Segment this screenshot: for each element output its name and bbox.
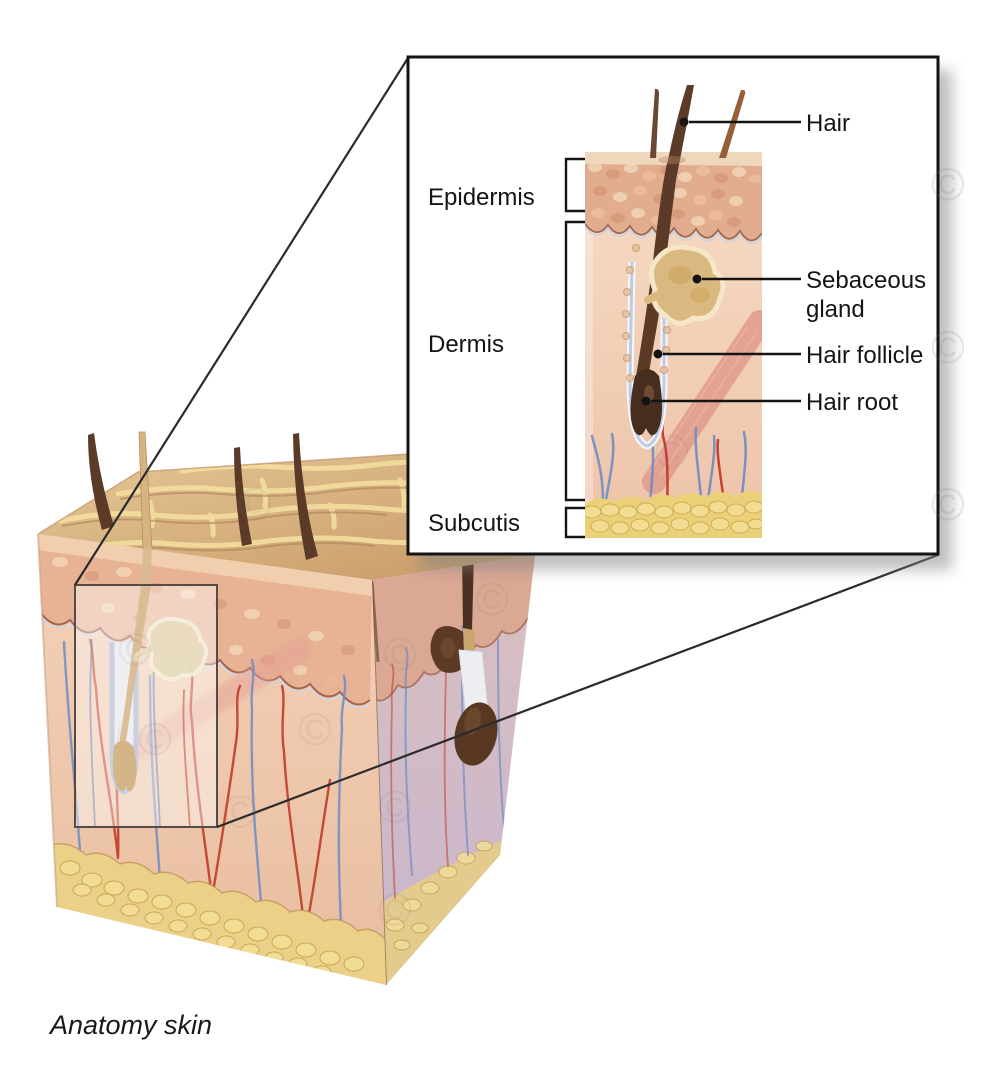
watermarks: © © © © © © © © © © © © ©	[118, 158, 965, 935]
side-subcutis	[382, 840, 503, 985]
inset-fat-lumps	[585, 500, 762, 535]
inset-epidermis-boundary	[585, 223, 762, 242]
copyright-watermark: ©	[378, 883, 412, 935]
label-subcutis: Subcutis	[428, 510, 520, 537]
subcutis-bracket	[564, 506, 585, 539]
magnifier-lines	[74, 57, 939, 829]
copyright-watermark: ©	[118, 623, 152, 675]
copyright-watermark: ©	[138, 713, 172, 765]
label-sebaceous-gland-line2: gland	[806, 296, 865, 323]
dermis-bracket	[564, 220, 585, 502]
side-vessels-red	[390, 663, 449, 899]
pointer-dot	[692, 274, 702, 284]
copyright-watermark: ©	[931, 158, 965, 210]
inset-panel: Epidermis Dermis Subcutis Hair Sebaceous…	[406, 55, 952, 570]
inset-illustration	[585, 85, 762, 538]
pale-hair	[138, 431, 153, 551]
leader-lines	[651, 120, 801, 403]
label-hair: Hair	[806, 110, 850, 137]
label-hair-root: Hair root	[806, 389, 898, 416]
pointer-dot	[653, 349, 663, 359]
inset-side-hairs	[650, 88, 746, 164]
front-muscle-band	[128, 638, 312, 760]
highlight-rectangle	[74, 584, 218, 828]
inset-hair-shaft	[634, 85, 694, 392]
front-epidermis-boundary	[39, 611, 371, 706]
copyright-watermark: ©	[238, 478, 272, 530]
pointer-dot	[679, 117, 689, 127]
side-fat-lumps	[385, 840, 493, 951]
copyright-watermark: ©	[378, 781, 412, 833]
front-fat-lumps	[59, 860, 365, 979]
copyright-watermark: ©	[655, 425, 689, 477]
skin-block	[37, 431, 535, 986]
copyright-watermark: ©	[931, 321, 965, 373]
block-hairs	[88, 433, 318, 560]
epidermis-bracket	[564, 157, 585, 213]
skin-side-face	[370, 555, 535, 986]
pointer-dot	[641, 396, 651, 406]
layer-brackets	[564, 157, 585, 539]
label-epidermis: Epidermis	[428, 184, 535, 211]
side-hair-follicle	[430, 555, 498, 766]
inset-sebaceous-gland	[644, 244, 726, 326]
copyright-watermark: ©	[475, 573, 509, 625]
label-sebaceous-gland-line1: Sebaceous	[806, 267, 926, 294]
copyright-watermark: ©	[223, 785, 257, 837]
ghost-follicle	[89, 585, 209, 827]
pointer-dots	[641, 117, 702, 406]
label-dermis: Dermis	[428, 331, 504, 358]
figure-caption: Anatomy skin	[48, 1010, 212, 1040]
skin-front-face	[37, 533, 386, 985]
label-hair-follicle: Hair follicle	[806, 342, 923, 369]
copyright-watermark: ©	[298, 703, 332, 755]
copyright-watermark: ©	[383, 628, 417, 680]
copyright-watermark: ©	[931, 478, 965, 530]
